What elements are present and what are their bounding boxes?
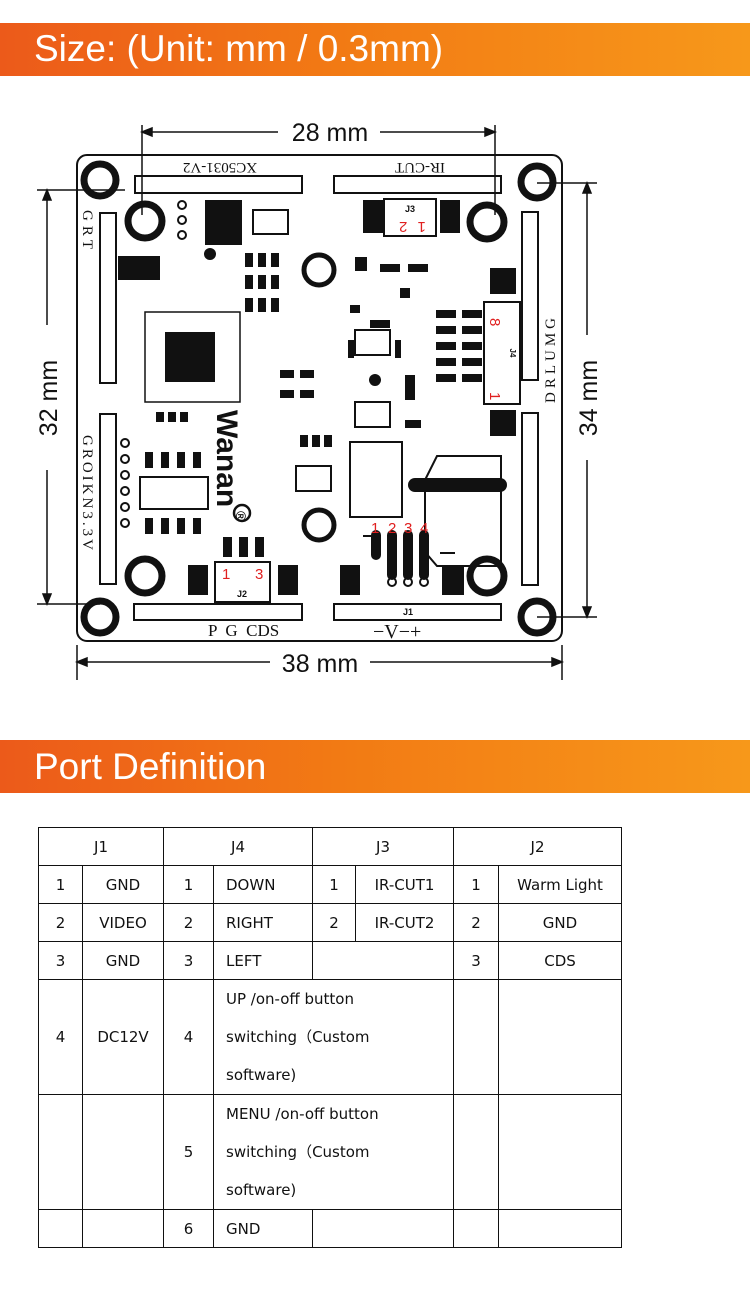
cell: DOWN (213, 865, 313, 904)
cell: 4 (163, 979, 214, 1095)
cell: 2 (312, 903, 356, 942)
table-header-row: J1 J4 J3 J2 (38, 827, 622, 866)
cell: GND (213, 1209, 313, 1248)
empty-cell (82, 1209, 164, 1248)
cell: 1 (453, 865, 499, 904)
cell: 6 (163, 1209, 214, 1248)
header-j3: J3 (312, 827, 454, 866)
header-j4: J4 (163, 827, 313, 866)
board-dimension-drawing: 28 mm 38 mm 32 mm 34 mm XC5031-V2 IR-CUT… (35, 119, 603, 680)
dimension-right-label: 34 mm (575, 360, 603, 436)
cell: LEFT (213, 941, 313, 980)
cell: 2 (163, 903, 214, 942)
size-banner-title: Size: (Unit: mm / 0.3mm) (34, 28, 444, 69)
size-banner: Size: (Unit: mm / 0.3mm) (0, 23, 750, 76)
cell: 3 (453, 941, 499, 980)
table-row: 5 MENU /on-off button switching（Custom sof… (38, 1094, 622, 1210)
table-row: 3 GND 3 LEFT 3 CDS (38, 941, 622, 980)
silk-ircut: IR-CUT (395, 159, 445, 175)
cell-multiline: MENU /on-off button switching（Custom softw… (213, 1094, 454, 1210)
silk-left-bottom: GROIKN3.3V (79, 435, 95, 553)
line: switching（Custom (226, 1143, 370, 1161)
table-row: 2 VIDEO 2 RIGHT 2 IR-CUT2 2 GND (38, 903, 622, 942)
cell: GND (498, 903, 622, 942)
port-definition-title: Port Definition (34, 746, 267, 787)
j1-pin-1: 1 (371, 520, 379, 537)
table-row: 4 DC12V 4 UP /on-off button switching（Cus… (38, 979, 622, 1095)
j1-label: J1 (403, 607, 413, 617)
smd-pads (118, 200, 516, 595)
table-row: 1 GND 1 DOWN 1 IR-CUT1 1 Warm Light (38, 865, 622, 904)
dimension-bottom (74, 645, 565, 680)
j3-label: J3 (405, 204, 415, 214)
j3-pin-numbers: 1 2 (396, 218, 426, 235)
silk-vpower: −V−+ (373, 621, 421, 643)
table-row: 6 GND (38, 1209, 622, 1248)
brand-registered-mark: ® (233, 511, 249, 522)
silk-pgcds: P G CDS (208, 621, 279, 640)
j1-pin-4: 4 (420, 520, 428, 537)
port-definition-banner: Port Definition (0, 740, 750, 793)
cell: GND (82, 865, 164, 904)
cell: 5 (163, 1094, 214, 1210)
j1-pin-3: 3 (404, 520, 412, 537)
j2-pin-3: 3 (255, 566, 263, 583)
cell: 1 (163, 865, 214, 904)
cell: GND (82, 941, 164, 980)
brand-logo: Wanan (210, 410, 243, 507)
empty-cell (453, 1209, 499, 1248)
j2-pin-1: 1 (222, 566, 230, 583)
cell: Warm Light (498, 865, 622, 904)
cell: DC12V (82, 979, 164, 1095)
j2-label: J2 (237, 589, 247, 599)
dimension-top-label: 28 mm (292, 119, 368, 147)
cell: CDS (498, 941, 622, 980)
silk-xc5031: XC5031-V2 (183, 159, 257, 175)
empty-cell (38, 1209, 83, 1248)
cell: 1 (312, 865, 356, 904)
board-outline (76, 154, 563, 642)
cell: 1 (38, 865, 83, 904)
mounting-holes (80, 160, 557, 637)
empty-cell (498, 1094, 622, 1210)
j4-pin-1: 1 (486, 392, 503, 400)
j4-label: J4 (508, 349, 517, 358)
empty-cell (498, 1209, 622, 1248)
empty-cell (453, 979, 499, 1095)
cell-multiline: UP /on-off button switching（Custom softwar… (213, 979, 454, 1095)
cell: RIGHT (213, 903, 313, 942)
empty-cell (312, 1209, 454, 1248)
empty-cell (453, 1094, 499, 1210)
line: switching（Custom (226, 1028, 370, 1046)
cell: 4 (38, 979, 83, 1095)
empty-cell (82, 1094, 164, 1210)
cell: 3 (38, 941, 83, 980)
dimension-top (139, 125, 498, 215)
cell: 3 (163, 941, 214, 980)
empty-cell (312, 941, 454, 980)
empty-cell (38, 1094, 83, 1210)
connector-outlines (99, 175, 539, 621)
j4-pin-8: 8 (486, 318, 503, 326)
line: UP /on-off button (226, 990, 354, 1008)
header-j2: J2 (453, 827, 622, 866)
empty-cell (498, 979, 622, 1095)
test-points (120, 200, 429, 587)
header-j1: J1 (38, 827, 164, 866)
port-definition-table: J1 J4 J3 J2 1 GND 1 DOWN 1 IR-CUT1 1 War… (38, 827, 622, 1248)
line: MENU /on-off button (226, 1105, 379, 1123)
dimension-left-label: 32 mm (35, 360, 63, 436)
silk-drlumg: DRLUMG (543, 314, 559, 403)
cell: 2 (38, 903, 83, 942)
cell: IR-CUT1 (355, 865, 454, 904)
line: software) (226, 1066, 297, 1084)
cell: 2 (453, 903, 499, 942)
dimension-bottom-label: 38 mm (282, 650, 358, 678)
line: software) (226, 1181, 297, 1199)
cell: IR-CUT2 (355, 903, 454, 942)
dimension-right (537, 180, 597, 620)
cell: VIDEO (82, 903, 164, 942)
silk-grt: GRT (79, 210, 95, 254)
j1-pin-2: 2 (388, 520, 396, 537)
